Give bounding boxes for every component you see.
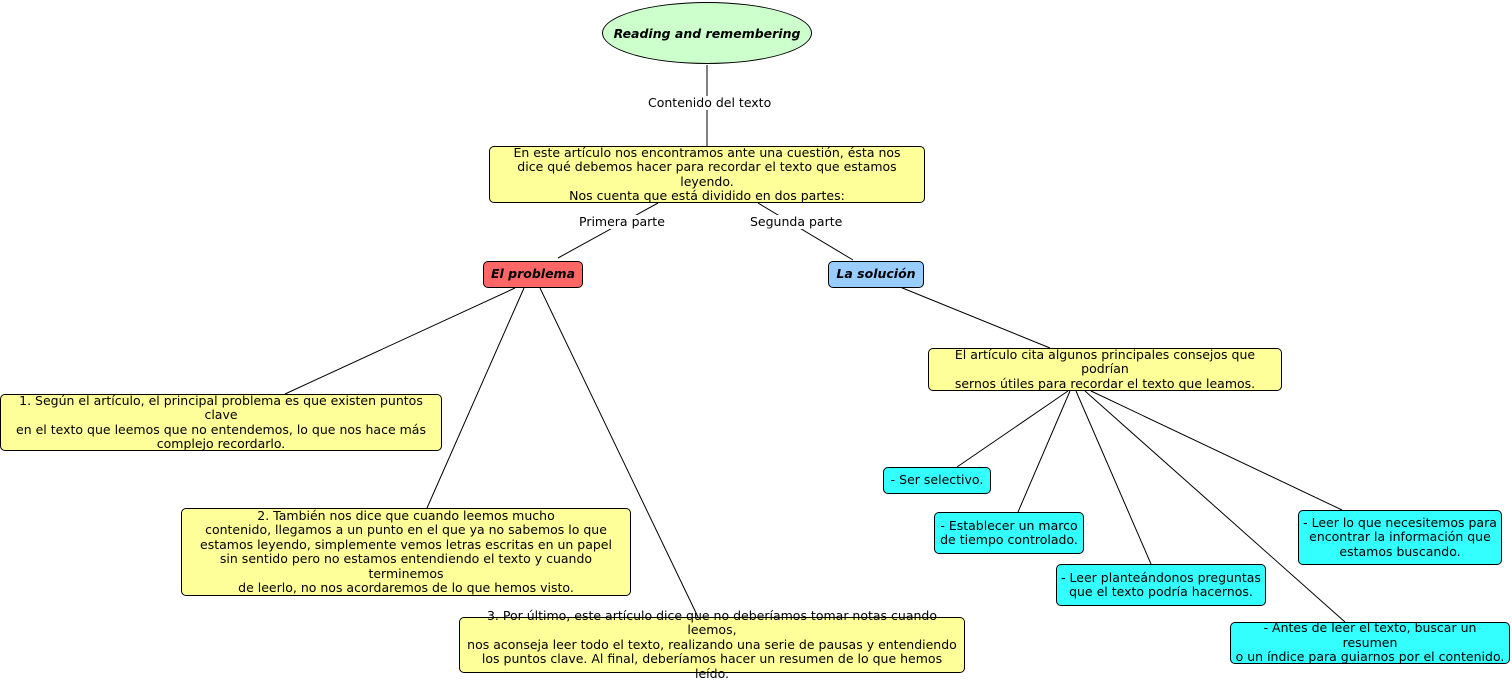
solucion-node[interactable]: La solución xyxy=(828,261,924,288)
root-node[interactable]: Reading and remembering xyxy=(602,2,812,64)
link-label-segunda: Segunda parte xyxy=(748,214,845,229)
connector-problema-p1 xyxy=(284,287,516,395)
intro-node[interactable]: En este artículo nos encontramos ante un… xyxy=(489,145,925,203)
problema-node[interactable]: El problema xyxy=(483,261,583,288)
tip-leer-necesario[interactable]: - Leer lo que necesitemos para encontrar… xyxy=(1298,510,1502,565)
connector-problema-p3 xyxy=(539,287,699,618)
problema-point-1[interactable]: 1. Según el artículo, el principal probl… xyxy=(0,393,442,451)
tip-marco-tiempo[interactable]: - Establecer un marco de tiempo controla… xyxy=(934,512,1084,554)
link-label-contenido: Contenido del texto xyxy=(646,95,774,110)
connector-summary-tip1 xyxy=(956,390,1069,468)
problema-point-3[interactable]: 3. Por último, este artículo dice que no… xyxy=(459,608,965,681)
link-label-primera: Primera parte xyxy=(577,214,667,229)
connector-summary-tip3 xyxy=(1075,390,1152,565)
connector-summary-tip2 xyxy=(1017,390,1071,513)
connector-summary-tip4 xyxy=(1084,390,1346,623)
tip-resumen-indice[interactable]: - Antes de leer el texto, buscar un resu… xyxy=(1230,621,1510,664)
connector-intro-solucion xyxy=(757,202,854,261)
solucion-summary-node[interactable]: El artículo cita algunos principales con… xyxy=(928,347,1282,391)
connector-problema-p2 xyxy=(426,287,525,509)
connector-summary-tip5 xyxy=(1090,390,1343,511)
tip-preguntas[interactable]: - Leer planteándonos preguntas que el te… xyxy=(1056,564,1266,606)
connector-intro-problema xyxy=(557,202,659,259)
problema-point-2[interactable]: 2. También nos dice que cuando leemos mu… xyxy=(181,508,631,596)
tip-ser-selectivo[interactable]: - Ser selectivo. xyxy=(883,467,991,494)
connector-solucion-summary xyxy=(899,286,1051,349)
